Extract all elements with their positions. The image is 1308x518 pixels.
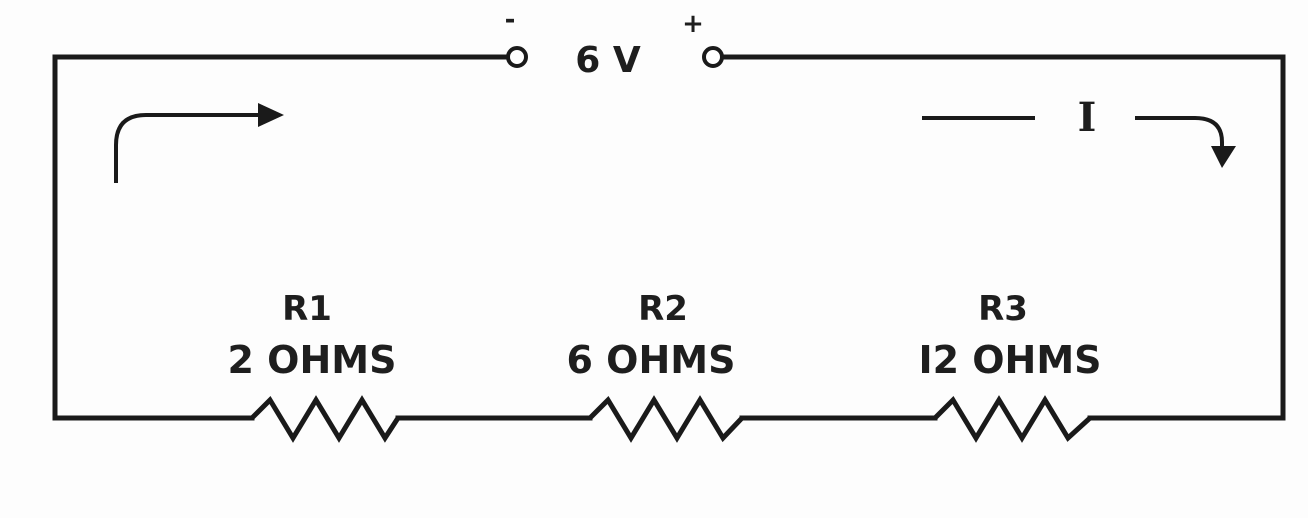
voltage-label: 6 V xyxy=(575,40,641,81)
current-label: I xyxy=(1078,94,1097,141)
wire-left xyxy=(52,54,516,421)
positive-terminal xyxy=(702,46,724,68)
right-current-arrow-icon xyxy=(1211,146,1236,168)
resistor-r1-symbol xyxy=(250,395,401,443)
left-current-arrow-line xyxy=(114,113,262,183)
resistor-r1-name: R1 xyxy=(282,289,332,329)
resistor-r2-name: R2 xyxy=(638,289,688,329)
resistor-r3-name: R3 xyxy=(978,289,1028,329)
resistor-r1-value: 2 OHMS xyxy=(228,338,397,382)
resistor-r2-symbol xyxy=(588,395,744,443)
resistor-r3-symbol xyxy=(933,395,1092,443)
current-dash-right xyxy=(1135,116,1224,150)
negative-sign: - xyxy=(505,5,516,35)
positive-sign: + xyxy=(682,9,704,39)
left-current-arrow-icon xyxy=(258,103,284,127)
resistor-r2-value: 6 OHMS xyxy=(567,338,736,382)
negative-terminal xyxy=(506,46,528,68)
resistor-r3-value: I2 OHMS xyxy=(918,338,1101,382)
wire-right xyxy=(721,54,1286,421)
